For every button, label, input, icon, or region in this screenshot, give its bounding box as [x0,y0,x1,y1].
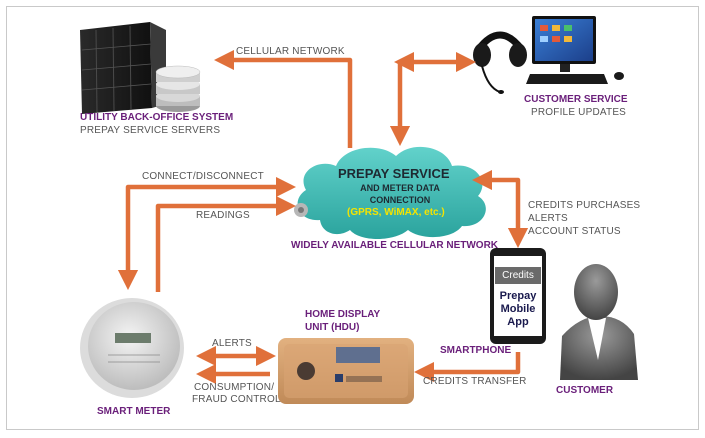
utility-title: UTILITY BACK-OFFICE SYSTEM [80,112,234,123]
keyboard-icon [526,74,608,84]
smartphone-label: SMARTPHONE [440,345,512,356]
cloud-line-4: (GPRS, WiMAX, etc.) [347,207,445,218]
connection-arrows [117,49,529,385]
credits-transfer-label: CREDITS TRANSFER [423,376,527,387]
arrow-readings [155,195,297,292]
cloud-icon [294,146,486,239]
arrow-smartphone-to-hdu [413,352,521,383]
widely-available-network-label: WIDELY AVAILABLE CELLULAR NETWORK [291,240,499,251]
customer-label: CUSTOMER [556,385,614,396]
smart-meter-label: SMART METER [97,406,171,417]
cloud-line-3: CONNECTION [369,195,431,205]
home-display-unit-icon [278,338,414,404]
hdu-title-line-1: HOME DISPLAY [305,309,381,320]
database-icon [155,65,201,112]
cloud-line-2: AND METER DATA [360,183,440,193]
server-rack-icon [80,22,166,114]
phone-app-line-3: App [507,316,529,328]
smart-meter-icon [80,298,184,398]
alerts-right-label: ALERTS [528,213,568,224]
consumption-label: CONSUMPTION/ [194,382,275,393]
phone-app-line-2: Mobile [500,303,536,315]
readings-label: READINGS [196,210,250,221]
customer-service-subtitle: PROFILE UPDATES [531,107,627,118]
smartphone-icon [490,248,546,344]
arrow-cloud-to-smartphone [471,169,529,249]
arrow-cellular-to-utility [213,49,353,148]
connect-disconnect-label: CONNECT/DISCONNECT [142,171,264,182]
arrow-connect-disconnect [117,176,297,291]
fraud-control-label: FRAUD CONTROL [192,394,281,405]
alerts-left-label: ALERTS [212,338,252,349]
customer-silhouette-icon [560,264,638,380]
customer-service-title: CUSTOMER SERVICE [524,94,628,105]
mouse-icon [614,72,624,80]
cellular-network-label: CELLULAR NETWORK [236,46,345,57]
credits-purchases-label: CREDITS PURCHASES [528,200,641,211]
phone-app-line-1: Prepay [499,290,537,302]
account-status-label: ACCOUNT STATUS [528,226,621,237]
desktop-computer-icon [532,16,596,72]
hdu-title-line-2: UNIT (HDU) [305,322,360,333]
phone-header: Credits [502,270,534,281]
headset-icon [473,31,527,94]
cloud-title: PREPAY SERVICE [338,166,450,181]
utility-subtitle: PREPAY SERVICE SERVERS [80,125,221,136]
